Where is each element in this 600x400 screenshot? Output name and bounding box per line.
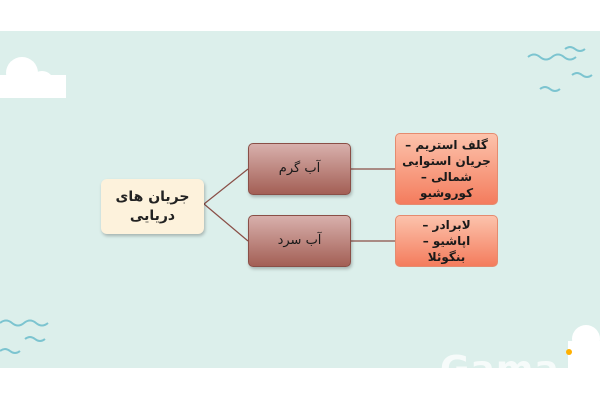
leaf-node-cold-currents: لابرادر – اپاشیو – بنگوئلا — [395, 215, 498, 267]
leaf-label-warm-currents: گلف استریم – جریان استوایی شمالی – کوروش… — [402, 137, 491, 201]
root-label: جریان های دریایی — [115, 188, 190, 224]
root-node: جریان های دریایی — [101, 179, 204, 234]
branch-label-warm-water: آب گرم — [278, 161, 321, 177]
watermark-dot — [566, 349, 572, 355]
branch-node-warm-water: آب گرم — [248, 143, 351, 195]
branch-label-cold-water: آب سرد — [277, 233, 322, 249]
cloud-decoration-top-left — [0, 57, 66, 98]
branch-node-cold-water: آب سرد — [248, 215, 351, 267]
slide-canvas: جریان های دریایی آب گرم آب سرد گلف استری… — [0, 31, 600, 368]
leaf-label-cold-currents: لابرادر – اپاشیو – بنگوئلا — [422, 217, 471, 265]
cloud-decoration-bottom-right — [568, 325, 600, 368]
connector-lines — [203, 168, 395, 242]
watermark-logo: Gama — [440, 349, 560, 368]
wave-decoration-bottom-left — [0, 319, 49, 354]
wave-decoration-top-right — [527, 46, 593, 92]
leaf-node-warm-currents: گلف استریم – جریان استوایی شمالی – کوروش… — [395, 133, 498, 205]
decoration-layer — [0, 46, 600, 368]
